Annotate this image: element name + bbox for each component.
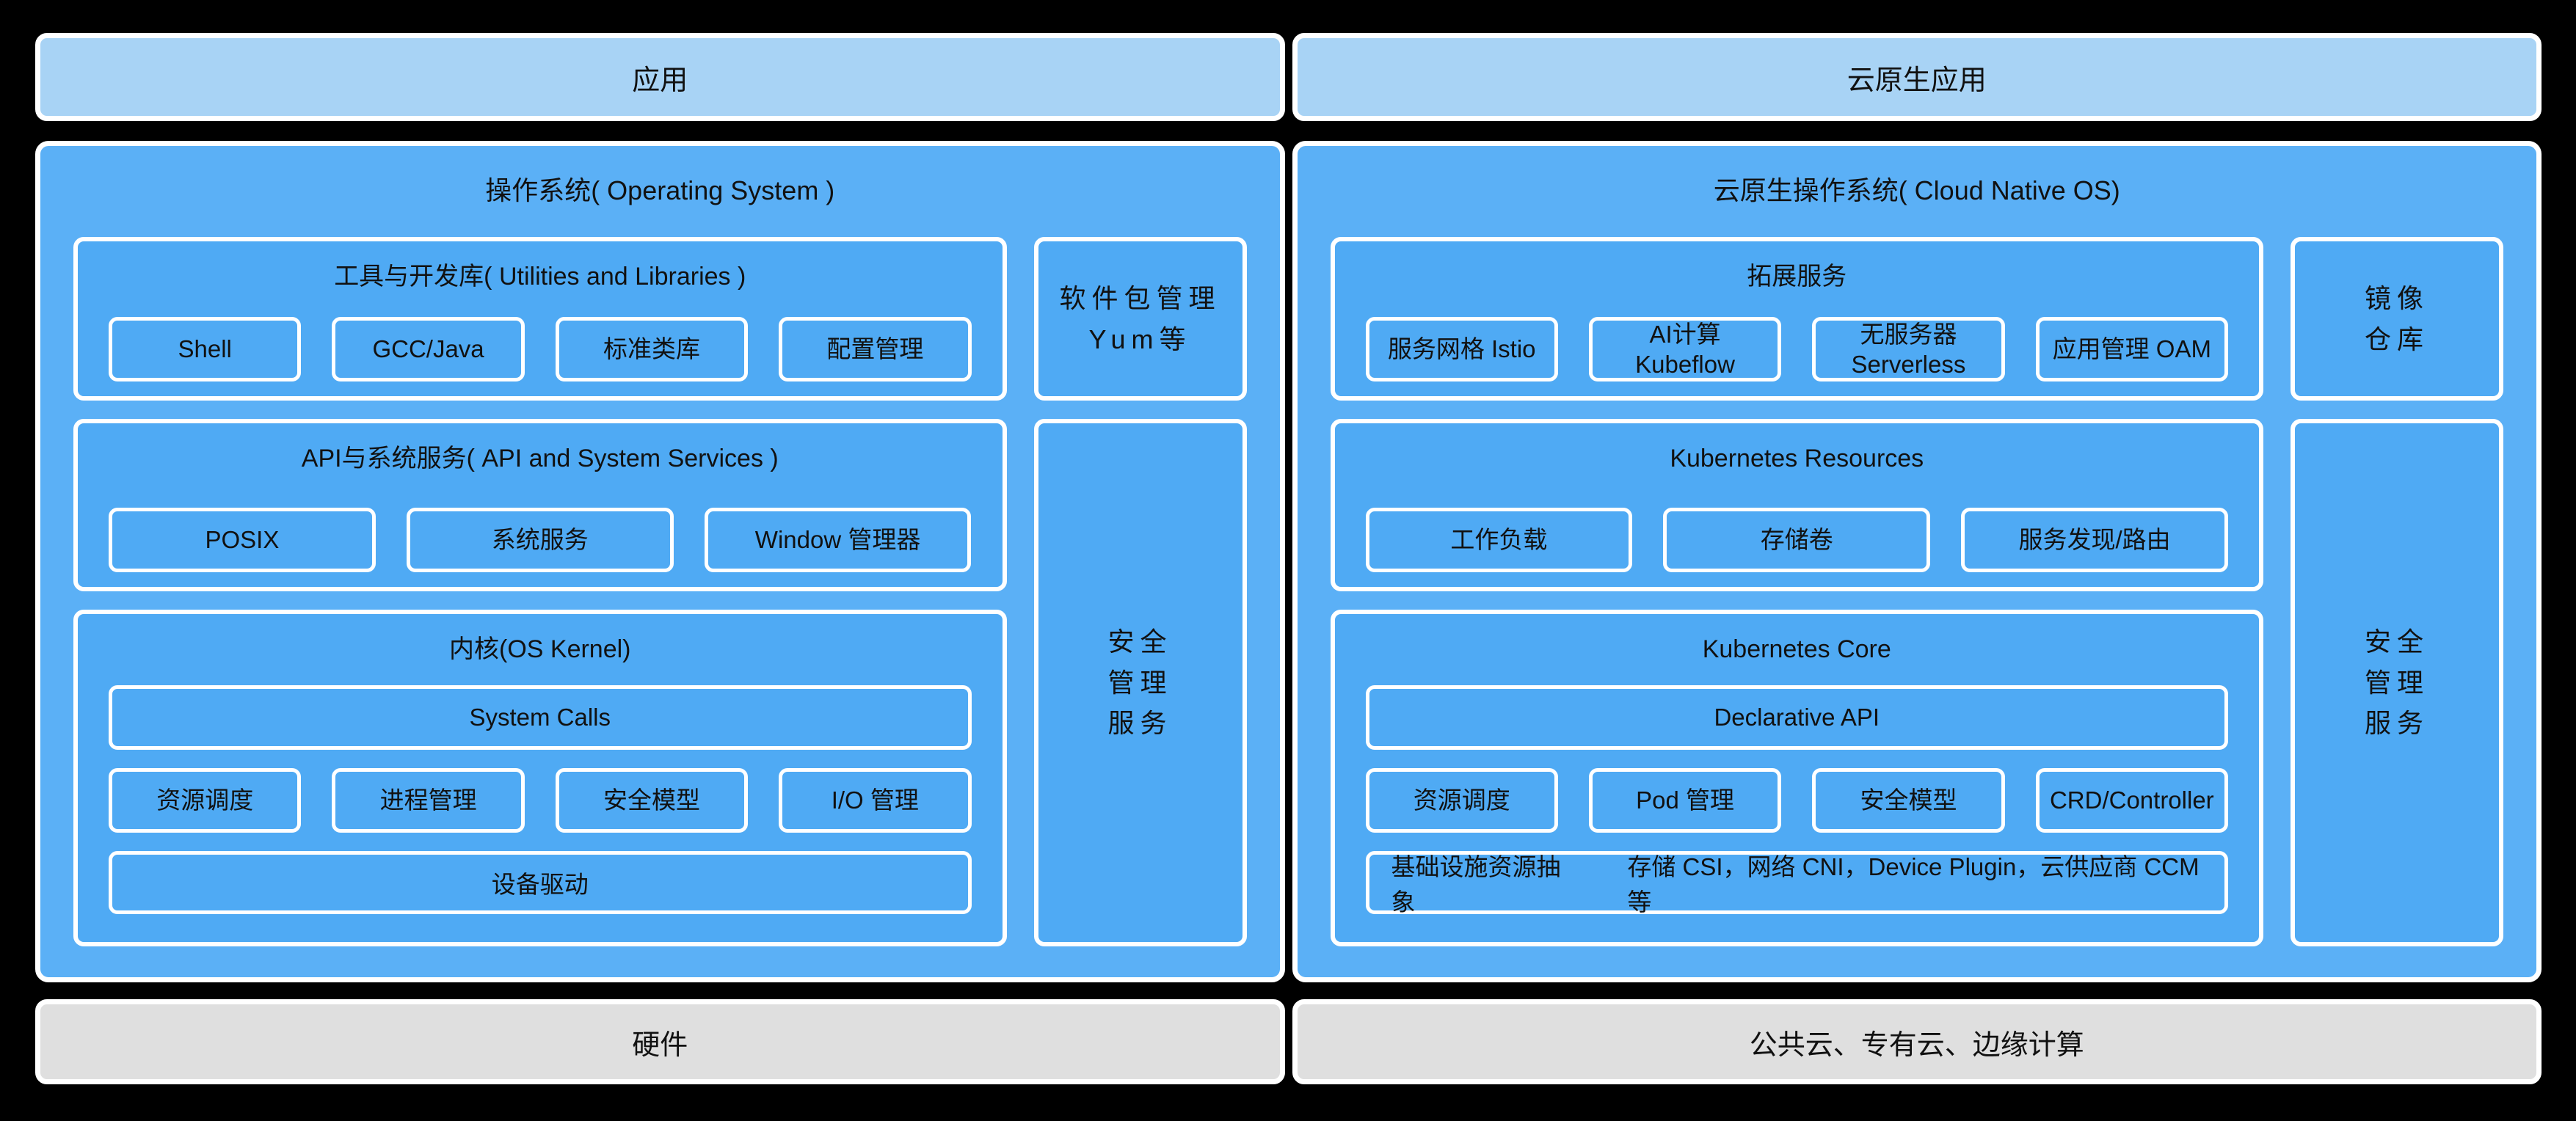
kubernetes-resources-section-title: Kubernetes Resources — [1670, 445, 1924, 472]
infrastructure-abstraction-detail: 存储 CSI，网络 CNI，Device Plugin，云供应商 CCM 等 — [1627, 853, 2200, 916]
chip-security-model: 安全模型 — [555, 768, 749, 833]
chip-workloads: 工作负载 — [1365, 508, 1633, 572]
operating-system-title: 操作系统( Operating System ) — [485, 175, 835, 205]
security-management-box: 安全 管理 服务 — [1033, 419, 1247, 946]
chip-crd-controller: CRD/Controller — [2035, 768, 2228, 833]
kubernetes-core-section: Kubernetes Core Declarative API 资源调度 Pod… — [1330, 610, 2263, 946]
kernel-section: 内核(OS Kernel) System Calls 资源调度 进程管理 安全模… — [73, 610, 1007, 946]
chip-storage-volumes: 存储卷 — [1663, 508, 1931, 572]
chip-process-management: 进程管理 — [332, 768, 525, 833]
cloud-native-os-column: 云原生应用 云原生操作系统( Cloud Native OS) 拓展服务 服务网… — [1292, 33, 2542, 1084]
chip-resource-scheduling-k8s: 资源调度 — [1365, 768, 1558, 833]
chip-config-management: 配置管理 — [779, 317, 972, 381]
api-services-section: API与系统服务( API and System Services ) POSI… — [73, 419, 1007, 591]
utilities-chip-row: Shell GCC/Java 标准类库 配置管理 — [109, 317, 972, 381]
os-main-column: 工具与开发库( Utilities and Libraries ) Shell … — [73, 237, 1007, 946]
device-drivers-bar: 设备驱动 — [109, 851, 972, 914]
hardware-bar: 硬件 — [35, 999, 1285, 1084]
api-services-chip-row: POSIX 系统服务 Window 管理器 — [109, 508, 972, 572]
application-bar: 应用 — [35, 33, 1285, 121]
cloud-native-main-column: 拓展服务 服务网格 Istio AI计算 Kubeflow 无服务器 Serve… — [1330, 237, 2263, 946]
declarative-api-bar: Declarative API — [1365, 685, 2228, 750]
kubernetes-core-chip-row: 资源调度 Pod 管理 安全模型 CRD/Controller — [1365, 768, 2228, 833]
cloud-infrastructure-bar: 公共云、专有云、边缘计算 — [1292, 999, 2542, 1084]
cloud-native-os-title: 云原生操作系统( Cloud Native OS) — [1713, 175, 2120, 205]
kubernetes-core-section-title: Kubernetes Core — [1702, 635, 1891, 663]
system-calls-bar: System Calls — [109, 685, 972, 750]
infrastructure-abstraction-label: 基础设施资源抽象 — [1391, 853, 1561, 916]
extension-services-section: 拓展服务 服务网格 Istio AI计算 Kubeflow 无服务器 Serve… — [1330, 237, 2263, 401]
kernel-chip-row: 资源调度 进程管理 安全模型 I/O 管理 — [109, 768, 972, 833]
package-management-box: 软件包管理 Yum等 — [1033, 237, 1247, 401]
cloud-native-side-column: 镜像 仓库 安全 管理 服务 — [2291, 237, 2503, 946]
kubernetes-resources-chip-row: 工作负载 存储卷 服务发现/路由 — [1365, 508, 2229, 572]
traditional-os-column: 应用 操作系统( Operating System ) 工具与开发库( Util… — [35, 33, 1285, 1084]
chip-system-services: 系统服务 — [406, 508, 674, 572]
chip-service-discovery-routing: 服务发现/路由 — [1961, 508, 2228, 572]
api-services-section-title: API与系统服务( API and System Services ) — [301, 445, 779, 472]
operating-system-container: 操作系统( Operating System ) 工具与开发库( Utiliti… — [35, 141, 1285, 982]
operating-system-body: 工具与开发库( Utilities and Libraries ) Shell … — [73, 237, 1247, 946]
chip-posix: POSIX — [109, 508, 376, 572]
chip-app-management-oam: 应用管理 OAM — [2035, 317, 2228, 381]
chip-security-model-k8s: 安全模型 — [1812, 768, 2005, 833]
extension-services-chip-row: 服务网格 Istio AI计算 Kubeflow 无服务器 Serverless… — [1365, 317, 2228, 381]
image-registry-box: 镜像 仓库 — [2291, 237, 2503, 401]
chip-shell: Shell — [109, 317, 302, 381]
chip-gcc-java: GCC/Java — [332, 317, 525, 381]
infrastructure-abstraction-bar: 基础设施资源抽象 存储 CSI，网络 CNI，Device Plugin，云供应… — [1365, 851, 2228, 916]
kubernetes-resources-section: Kubernetes Resources 工作负载 存储卷 服务发现/路由 — [1330, 419, 2263, 591]
extension-services-section-title: 拓展服务 — [1747, 263, 1847, 291]
utilities-section: 工具与开发库( Utilities and Libraries ) Shell … — [73, 237, 1007, 401]
chip-ai-kubeflow: AI计算 Kubeflow — [1588, 317, 1782, 381]
chip-window-manager: Window 管理器 — [704, 508, 972, 572]
chip-service-mesh-istio: 服务网格 Istio — [1365, 317, 1558, 381]
utilities-section-title: 工具与开发库( Utilities and Libraries ) — [334, 263, 746, 291]
chip-standard-library: 标准类库 — [555, 317, 749, 381]
security-management-box-cloud: 安全 管理 服务 — [2291, 419, 2503, 946]
cloud-native-os-body: 拓展服务 服务网格 Istio AI计算 Kubeflow 无服务器 Serve… — [1330, 237, 2503, 946]
chip-resource-scheduling: 资源调度 — [109, 768, 302, 833]
os-side-column: 软件包管理 Yum等 安全 管理 服务 — [1033, 237, 1247, 946]
chip-pod-management: Pod 管理 — [1588, 768, 1782, 833]
chip-serverless: 无服务器 Serverless — [1812, 317, 2005, 381]
cloud-native-os-container: 云原生操作系统( Cloud Native OS) 拓展服务 服务网格 Isti… — [1292, 141, 2542, 982]
chip-io-management: I/O 管理 — [779, 768, 972, 833]
kernel-section-title: 内核(OS Kernel) — [449, 635, 631, 663]
cloud-native-application-bar: 云原生应用 — [1292, 33, 2542, 121]
